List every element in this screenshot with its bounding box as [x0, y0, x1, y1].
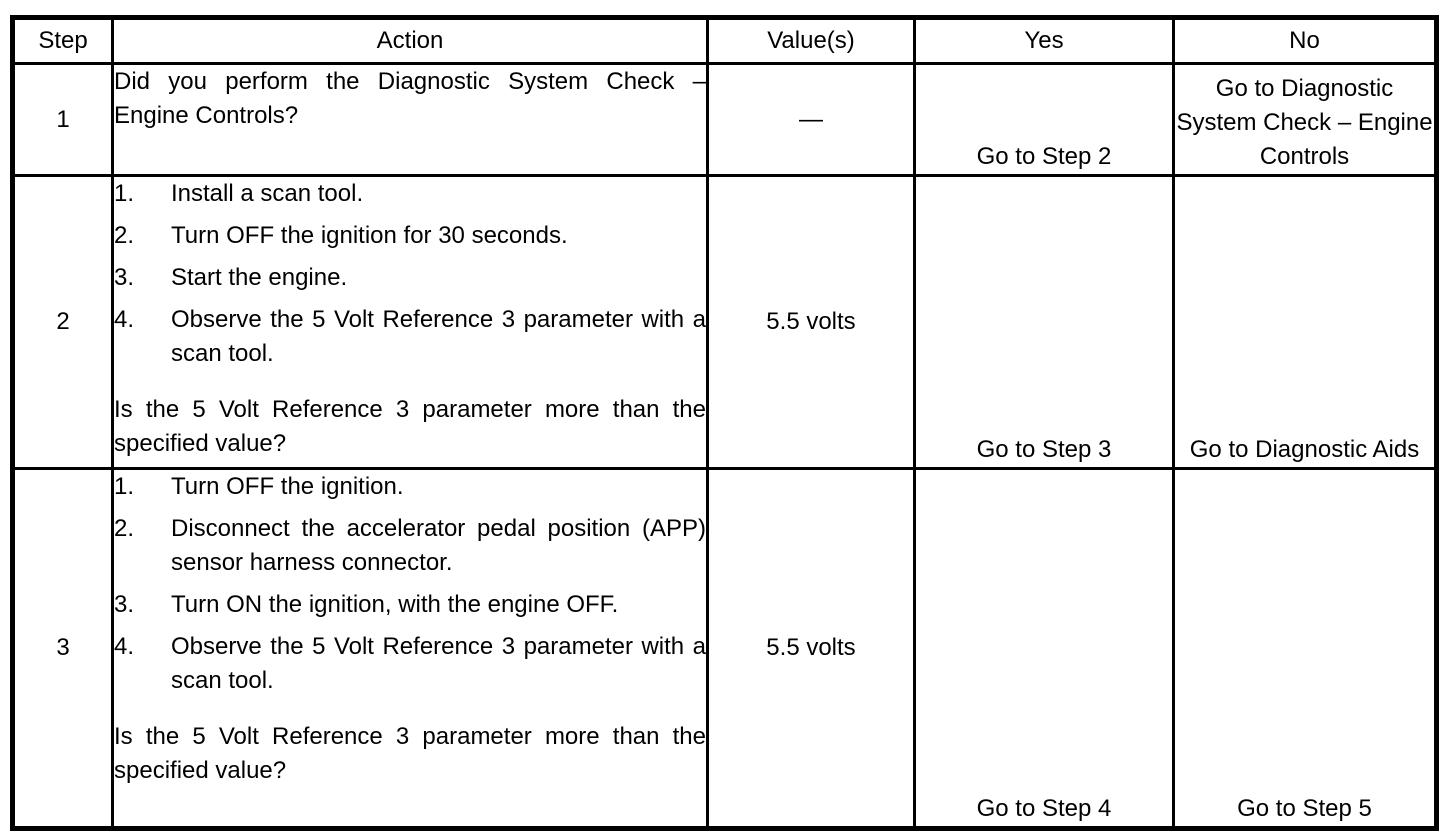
table-row: 3 1. Turn OFF the ignition. 2. Disconnec… [11, 467, 1438, 830]
value-cell: 5.5 volts [706, 174, 916, 470]
action-question-text: Is the 5 Volt Reference 3 parameter more… [114, 723, 706, 784]
list-item-text: Observe the 5 Volt Reference 3 parameter… [171, 633, 706, 694]
action-cell: Did you perform the Diagnostic System Ch… [111, 62, 709, 177]
column-header-step: Step [11, 16, 114, 65]
list-item: 3. Turn ON the ignition, with the engine… [114, 588, 705, 622]
list-item: 2. Disconnect the accelerator pedal posi… [114, 512, 706, 580]
column-header-no: No [1172, 16, 1438, 65]
list-item-text: Turn ON the ignition, with the engine OF… [171, 591, 619, 618]
no-cell: Go to Step 5 [1172, 467, 1438, 830]
list-item-number: 2. [114, 222, 135, 249]
list-item-text: Turn OFF the ignition for 30 seconds. [171, 222, 568, 249]
column-header-yes: Yes [913, 16, 1175, 65]
list-item-text: Start the engine. [171, 264, 348, 291]
list-item: 1. Install a scan tool. [114, 179, 705, 212]
table-row: 2 1. Install a scan tool. 2. Turn OFF th… [11, 174, 1438, 470]
step-cell: 3 [11, 467, 114, 830]
list-item-number: 4. [114, 306, 135, 333]
table-row: 1 Did you perform the Diagnostic System … [11, 62, 1438, 177]
table-header-row: Step Action Value(s) Yes No [11, 16, 1438, 65]
list-item-number: 1. [114, 473, 135, 500]
yes-cell: Go to Step 2 [913, 62, 1175, 177]
list-item: 4. Observe the 5 Volt Reference 3 parame… [114, 303, 706, 371]
yes-cell: Go to Step 4 [913, 467, 1175, 830]
no-cell: Go to Diagnostic System Check – Engine C… [1172, 62, 1438, 177]
list-item: 4. Observe the 5 Volt Reference 3 parame… [114, 630, 706, 698]
value-cell: — [706, 62, 916, 177]
column-header-action: Action [111, 16, 709, 65]
list-item: 2. Turn OFF the ignition for 30 seconds. [114, 219, 705, 253]
action-question-text: Is the 5 Volt Reference 3 parameter more… [114, 396, 706, 457]
column-header-values: Value(s) [706, 16, 916, 65]
list-item-text: Observe the 5 Volt Reference 3 parameter… [171, 306, 706, 367]
action-cell: 1. Install a scan tool. 2. Turn OFF the … [111, 174, 709, 470]
list-item-text: Disconnect the accelerator pedal positio… [171, 515, 706, 576]
action-question-text: Did you perform the Diagnostic System Ch… [114, 68, 706, 129]
list-item: 3. Start the engine. [114, 261, 705, 295]
diagnostic-table: Step Action Value(s) Yes No 1 Did you pe… [10, 15, 1439, 831]
action-cell: 1. Turn OFF the ignition. 2. Disconnect … [111, 467, 709, 830]
list-item-number: 1. [114, 180, 135, 207]
list-item-text: Turn OFF the ignition. [171, 473, 404, 500]
yes-cell: Go to Step 3 [913, 174, 1175, 470]
list-item-number: 3. [114, 264, 135, 291]
step-cell: 1 [11, 62, 114, 177]
step-cell: 2 [11, 174, 114, 470]
list-item-number: 3. [114, 591, 135, 618]
list-item-number: 4. [114, 633, 135, 660]
list-item: 1. Turn OFF the ignition. [114, 472, 705, 505]
value-cell: 5.5 volts [706, 467, 916, 830]
list-item-text: Install a scan tool. [171, 180, 364, 207]
list-item-number: 2. [114, 515, 135, 542]
no-cell: Go to Diagnostic Aids [1172, 174, 1438, 470]
